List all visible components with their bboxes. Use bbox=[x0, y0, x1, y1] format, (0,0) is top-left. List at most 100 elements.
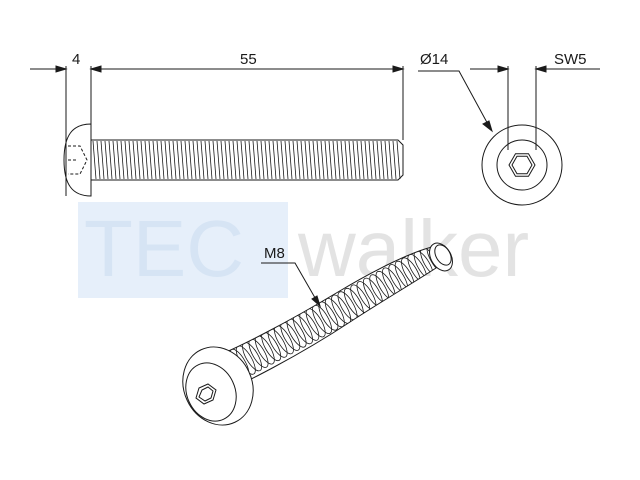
thread-line bbox=[300, 140, 305, 180]
thread-line bbox=[148, 140, 153, 180]
thread-line bbox=[284, 140, 289, 180]
thread-line bbox=[168, 140, 173, 180]
thread-line bbox=[244, 140, 249, 180]
thread-line bbox=[108, 140, 113, 180]
thread-line bbox=[180, 140, 185, 180]
thread-line bbox=[380, 140, 385, 180]
dimension-label-head-height: 4 bbox=[72, 51, 80, 68]
thread-line bbox=[124, 140, 129, 180]
thread-line bbox=[160, 140, 165, 180]
thread-line bbox=[136, 140, 141, 180]
socket-circle bbox=[496, 139, 548, 191]
thread-line bbox=[252, 140, 257, 180]
thread-line bbox=[256, 140, 261, 180]
thread-line bbox=[304, 140, 309, 180]
dimension-arrow bbox=[55, 65, 68, 73]
thread-line bbox=[172, 140, 177, 180]
thread-line bbox=[316, 140, 321, 180]
dimension-arrow bbox=[497, 65, 510, 73]
thread-line bbox=[344, 140, 349, 180]
thread-line bbox=[368, 140, 373, 180]
thread-line bbox=[296, 140, 301, 180]
thread-line bbox=[328, 140, 333, 180]
thread-line bbox=[200, 140, 205, 180]
thread-label: M8 bbox=[264, 245, 285, 262]
thread-line bbox=[228, 140, 233, 180]
thread-line bbox=[112, 140, 117, 180]
iso-head-inner bbox=[185, 362, 237, 422]
thread-line bbox=[312, 140, 317, 180]
thread-line bbox=[152, 140, 157, 180]
dimension-shank-length bbox=[91, 65, 405, 73]
screw-head-profile bbox=[63, 123, 92, 197]
thread-line bbox=[248, 140, 253, 180]
hex-socket-inner bbox=[511, 155, 533, 175]
thread-line bbox=[132, 140, 137, 180]
isometric-view bbox=[182, 242, 453, 426]
thread-line bbox=[104, 140, 109, 180]
thread-line bbox=[188, 140, 193, 180]
thread-end-chamfer bbox=[434, 244, 452, 266]
thread-line bbox=[208, 140, 213, 180]
thread-line bbox=[288, 140, 293, 180]
thread-line bbox=[396, 140, 401, 180]
thread-line bbox=[116, 140, 121, 180]
thread-line bbox=[376, 140, 381, 180]
thread-ring bbox=[324, 298, 345, 328]
thread-line bbox=[184, 140, 189, 180]
thread-line bbox=[268, 140, 273, 180]
thread-hatching bbox=[92, 140, 401, 180]
thread-line bbox=[336, 140, 341, 180]
thread-line bbox=[392, 140, 397, 180]
thread-line bbox=[324, 140, 329, 180]
thread-line bbox=[388, 140, 393, 180]
thread-line bbox=[340, 140, 345, 180]
thread-line bbox=[260, 140, 265, 180]
top-view bbox=[418, 65, 600, 206]
watermark: TEC walker bbox=[78, 202, 529, 298]
thread-line bbox=[140, 140, 145, 180]
thread-line bbox=[128, 140, 133, 180]
thread-leader-arrow bbox=[311, 295, 321, 308]
thread-line bbox=[308, 140, 313, 180]
thread-line bbox=[176, 140, 181, 180]
diameter-leader-arrow bbox=[482, 120, 493, 133]
thread-line bbox=[240, 140, 245, 180]
thread-line bbox=[280, 140, 285, 180]
thread-line bbox=[332, 140, 337, 180]
watermark-brand-left: TEC bbox=[84, 204, 244, 293]
thread-line bbox=[232, 140, 237, 180]
thread-line bbox=[348, 140, 353, 180]
iso-hex-socket-inner bbox=[198, 386, 214, 402]
thread-line bbox=[144, 140, 149, 180]
thread-line bbox=[292, 140, 297, 180]
dimension-label-socket-size: SW5 bbox=[554, 51, 587, 68]
dimension-arrow bbox=[534, 65, 547, 73]
socket-hidden-lines bbox=[68, 145, 88, 175]
thread-line bbox=[100, 140, 105, 180]
thread-line bbox=[224, 140, 229, 180]
dimension-arrow bbox=[392, 65, 405, 73]
thread-line bbox=[272, 140, 277, 180]
shank-outline bbox=[91, 139, 404, 181]
hex-socket bbox=[508, 153, 536, 177]
thread-line bbox=[216, 140, 221, 180]
thread-line bbox=[120, 140, 125, 180]
head-outer-circle bbox=[481, 124, 563, 206]
thread-line bbox=[264, 140, 269, 180]
thread-line bbox=[204, 140, 209, 180]
side-view bbox=[63, 66, 404, 197]
thread-line bbox=[156, 140, 161, 180]
diameter-leader bbox=[418, 70, 491, 129]
thread-line bbox=[164, 140, 169, 180]
thread-line bbox=[372, 140, 377, 180]
dimension-label-head-diameter: Ø14 bbox=[420, 51, 448, 68]
thread-line bbox=[212, 140, 217, 180]
thread-line bbox=[196, 140, 201, 180]
iso-head-outer bbox=[182, 346, 254, 426]
thread-line bbox=[92, 140, 97, 180]
thread-line bbox=[96, 140, 101, 180]
dimension-label-shank-length: 55 bbox=[240, 51, 257, 68]
